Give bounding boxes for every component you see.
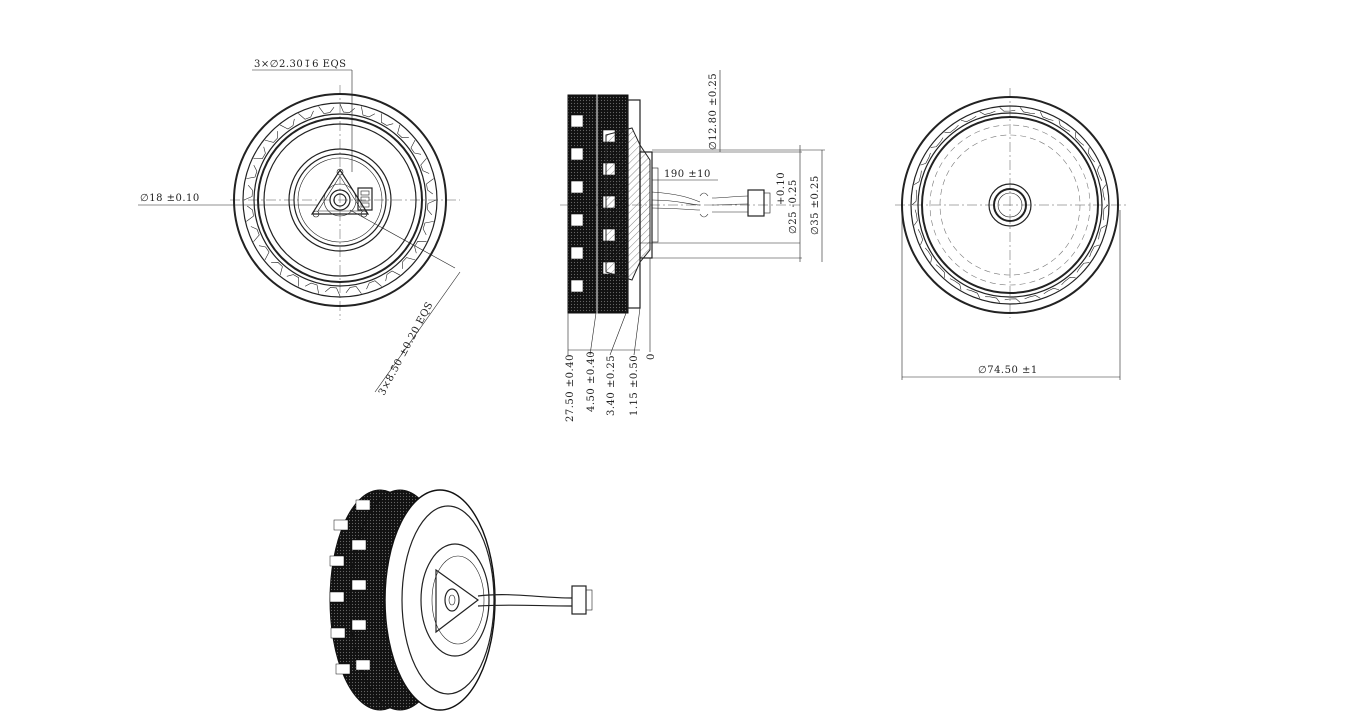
tread-lug xyxy=(402,257,416,269)
tread-lug xyxy=(318,106,335,114)
slot-spacing-dimension: 3×8.50 ±0.20 EQS xyxy=(377,300,436,397)
rear-tread xyxy=(911,107,1109,303)
tread-lug xyxy=(324,287,341,297)
tread-lug xyxy=(243,184,253,201)
tread-lug xyxy=(949,278,962,290)
side-view: ∅12.80 ±0.25 190 ±10 +0.10 ∅25 -0.25 ∅35… xyxy=(560,70,825,422)
tread-lug xyxy=(1098,225,1107,240)
outer-diameter-dimension: ∅74.50 ±1 xyxy=(978,365,1038,376)
tread-lug xyxy=(1040,111,1054,121)
width-dimension-5: 0 xyxy=(646,353,657,360)
tread-lug xyxy=(426,178,434,195)
tread-lug xyxy=(427,199,437,216)
tread-lug xyxy=(385,270,400,282)
tread-lug xyxy=(920,152,931,166)
tread-lug xyxy=(913,170,922,185)
tread-lug xyxy=(1024,295,1041,300)
tread-lug xyxy=(960,115,977,123)
tread-lug xyxy=(1087,147,1095,163)
flange-diameter-dimension: ∅35 ±0.25 xyxy=(810,175,821,235)
tread-lug xyxy=(250,226,260,242)
tread-lug xyxy=(414,241,427,254)
tread-lug xyxy=(345,286,362,294)
tread-lug xyxy=(280,118,295,130)
tread-lug xyxy=(271,262,283,276)
tread-lug xyxy=(286,274,299,287)
tread-lug xyxy=(911,189,917,206)
tread-lug xyxy=(1061,277,1076,286)
tread-lug xyxy=(246,164,258,179)
tread-lug xyxy=(420,158,430,174)
tread-lug xyxy=(1004,298,1021,303)
tread-lug xyxy=(381,113,394,126)
front-tread xyxy=(243,103,437,297)
boss-diameter-dimension: ∅25 -0.25 xyxy=(788,179,799,234)
width-dimension-3: 3.40 ±0.25 xyxy=(606,355,617,416)
tread-lug xyxy=(1076,262,1090,273)
tread-lug xyxy=(985,296,1000,303)
isometric-view xyxy=(329,489,593,711)
tread-lug xyxy=(304,282,319,294)
tolerance-upper: +0.10 xyxy=(776,172,787,205)
tread-lug xyxy=(422,221,434,236)
cable-length-dimension: 190 ±10 xyxy=(664,169,711,180)
tread-lug xyxy=(1058,120,1071,132)
shaft-diameter-dimension: ∅12.80 ±0.25 xyxy=(708,73,719,150)
tread-lug xyxy=(944,124,959,133)
tread-lug xyxy=(1019,107,1035,114)
tread-lug xyxy=(253,146,266,159)
tread-lug xyxy=(366,280,382,290)
tread-lug xyxy=(1075,132,1085,146)
tread-lug xyxy=(935,264,945,278)
tread-lug xyxy=(1097,165,1103,181)
tread-lug xyxy=(966,289,980,299)
holes-dimension: 3×∅2.30↧6 EQS xyxy=(254,59,347,70)
width-dimension-2: 4.50 ±0.40 xyxy=(586,351,597,412)
tread-lug xyxy=(979,110,996,115)
width-dimension-1: 27.50 ±0.40 xyxy=(565,354,576,422)
tread-lug xyxy=(397,124,409,138)
tread-lug xyxy=(246,205,254,222)
hub-diameter-dimension: ∅18 ±0.10 xyxy=(140,193,200,204)
tread-lug xyxy=(913,209,918,226)
tread-lug xyxy=(930,137,944,148)
tread-lug xyxy=(917,229,923,245)
tread-lug xyxy=(1102,184,1107,201)
width-dimension-4: 1.15 ±0.50 xyxy=(629,355,640,416)
front-view: 3×∅2.30↧6 EQS ∅18 ±0.10 3×8.50 ±0.20 EQS xyxy=(138,59,461,397)
tread-lug xyxy=(1043,287,1060,295)
tread-lug xyxy=(298,110,314,120)
tread-lug xyxy=(264,131,278,143)
tread-lug xyxy=(258,245,270,260)
tread-lug xyxy=(361,106,376,118)
rear-view: ∅74.50 ±1 xyxy=(895,88,1128,380)
tread-lug xyxy=(410,140,422,155)
tread-lug xyxy=(1103,204,1109,221)
tread-lug xyxy=(339,103,356,113)
tread-lug xyxy=(924,247,933,263)
tread-lug xyxy=(999,107,1016,112)
tread-lug xyxy=(1089,244,1100,258)
